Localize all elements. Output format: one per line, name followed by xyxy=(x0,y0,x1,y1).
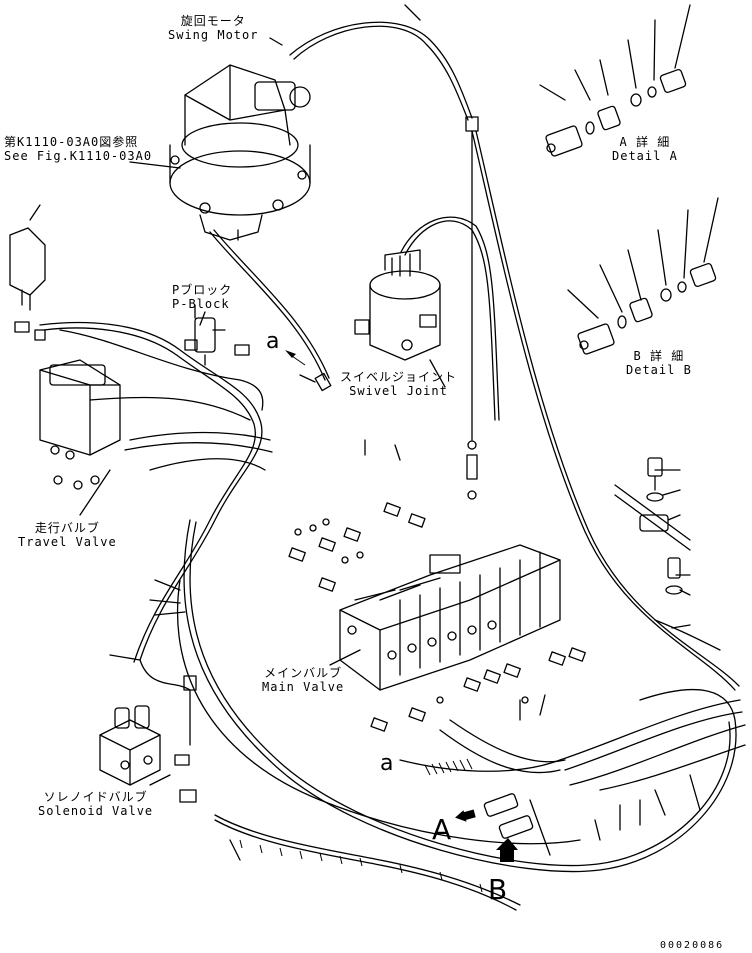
detail-b-label: B 詳 細 Detail B xyxy=(626,349,692,377)
arrow-label-a: A xyxy=(432,813,452,846)
main-valve-label-en: Main Valve xyxy=(262,680,345,694)
main-valve-drawing xyxy=(339,544,561,691)
detail-a-label-en: Detail A xyxy=(612,149,678,163)
detail-b-label-jp: B 詳 細 xyxy=(633,349,685,363)
detail-a-parts xyxy=(539,4,691,157)
callout-a-lower: a xyxy=(380,751,394,776)
detail-a-label: A 詳 細 Detail A xyxy=(612,135,678,163)
solenoid-valve-label: ソレノイドバルブ Solenoid Valve xyxy=(38,790,153,818)
p-block-label: Pブロック P-Block xyxy=(172,283,232,311)
p-block-drawing xyxy=(184,317,250,366)
solenoid-valve-label-jp: ソレノイドバルブ xyxy=(43,790,148,804)
swing-motor-label-jp: 旋回モータ xyxy=(180,14,246,28)
main-valve-label: メインバルブ Main Valve xyxy=(262,666,344,694)
p-block-label-en: P-Block xyxy=(172,297,230,311)
swing-motor-label-en: Swing Motor xyxy=(168,28,259,42)
see-fig-label-en: See Fig.K1110-03A0 xyxy=(4,149,153,163)
arrow-a-small-icon xyxy=(285,350,296,358)
fittings-upper xyxy=(288,502,426,592)
travel-valve-label-en: Travel Valve xyxy=(18,535,117,549)
see-fig-label: 第K1110-03A0図参照 See Fig.K1110-03A0 xyxy=(4,135,152,163)
swing-motor-drawing xyxy=(169,64,311,241)
solenoid-valve-label-en: Solenoid Valve xyxy=(38,804,154,818)
travel-valve-label: 走行バルブ Travel Valve xyxy=(18,521,117,549)
clamp-parts xyxy=(614,457,721,651)
hose-hatching xyxy=(239,758,483,893)
arrow-a-icon xyxy=(455,809,476,822)
bracket-see-fig xyxy=(9,204,46,341)
arrow-label-b: B xyxy=(488,873,508,906)
arrow-b-icon xyxy=(496,838,518,862)
solenoid-valve-drawing xyxy=(99,705,197,803)
callout-a-upper: a xyxy=(266,329,280,354)
travel-valve-drawing xyxy=(39,359,121,490)
detail-b-parts xyxy=(567,197,719,355)
drawing-code: 00020086 xyxy=(660,940,725,951)
swivel-joint-label-en: Swivel Joint xyxy=(349,384,448,398)
detail-a-label-jp: A 詳 細 xyxy=(619,135,671,149)
main-valve-label-jp: メインバルブ xyxy=(264,666,343,680)
swing-motor-label: 旋回モータ Swing Motor xyxy=(168,14,258,42)
detail-b-label-en: Detail B xyxy=(626,363,692,377)
p-block-label-jp: Pブロック xyxy=(172,283,233,297)
swivel-joint-label-jp: スイベルジョイント xyxy=(340,370,458,384)
fittings-lower xyxy=(370,647,586,732)
travel-valve-label-jp: 走行バルブ xyxy=(34,521,100,535)
swivel-joint-drawing xyxy=(354,249,441,361)
see-fig-label-jp: 第K1110-03A0図参照 xyxy=(4,135,139,149)
swivel-joint-label: スイベルジョイント Swivel Joint xyxy=(340,370,457,398)
